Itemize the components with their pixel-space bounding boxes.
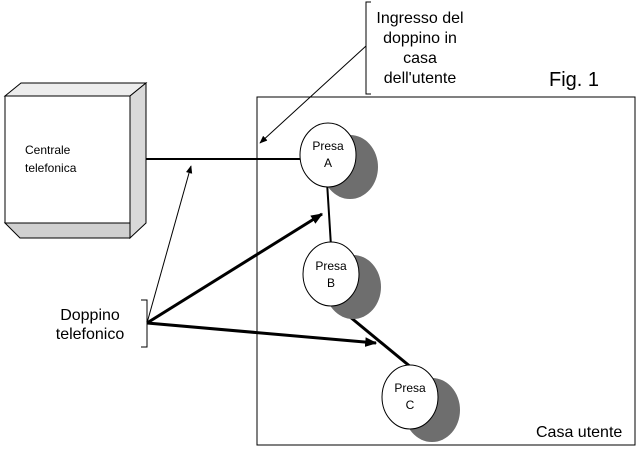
- socket-b: Presa B: [302, 241, 381, 319]
- entry-note: Ingresso del doppino in casa dell'utente: [259, 1, 464, 144]
- socket-a-face: [299, 122, 357, 188]
- pair-note-arrow-to-exchange-line: [146, 165, 193, 324]
- socket-c-label-line2: C: [406, 398, 415, 412]
- exchange-label-line2: telefonica: [25, 161, 77, 175]
- entry-note-arrow: [259, 45, 367, 144]
- entry-note-line1: Ingresso del: [376, 10, 463, 27]
- house-label: Casa utente: [536, 424, 622, 441]
- socket-b-label-line1: Presa: [315, 259, 347, 273]
- figure-label: Fig. 1: [549, 69, 599, 91]
- exchange-top-face: [3, 82, 148, 97]
- entry-note-line3: casa: [403, 50, 437, 67]
- pair-note-arrow-to-b-c-line: [146, 321, 378, 347]
- pair-note-line2: telefonico: [56, 326, 125, 343]
- entry-note-bracket: [365, 1, 371, 95]
- exchange-bottom-face: [3, 222, 131, 239]
- pair-note-arrow-to-a-b-line: [146, 212, 324, 325]
- socket-a-label-line2: A: [324, 156, 332, 170]
- entry-note-line4: dell'utente: [384, 70, 457, 87]
- pair-note: Doppino telefonico: [56, 165, 378, 348]
- pair-note-bracket: [141, 299, 148, 348]
- exchange-front-face: [4, 95, 131, 224]
- entry-note-line2: doppino in: [383, 30, 457, 47]
- socket-a: Presa A: [299, 122, 378, 199]
- pair-note-line1: Doppino: [60, 307, 120, 324]
- socket-a-label-line1: Presa: [312, 139, 344, 153]
- exchange-label-line1: Centrale: [25, 143, 71, 157]
- house-boundary: [256, 96, 636, 446]
- socket-a-to-b-line: [326, 181, 332, 247]
- socket-c-label-line1: Presa: [394, 381, 426, 395]
- telephone-exchange: Centrale telefonica: [3, 81, 148, 240]
- socket-b-face: [302, 241, 360, 307]
- socket-c: Presa C: [381, 364, 460, 442]
- exchange-side-face: [129, 81, 147, 240]
- socket-b-label-line2: B: [327, 276, 335, 290]
- socket-c-face: [381, 364, 439, 430]
